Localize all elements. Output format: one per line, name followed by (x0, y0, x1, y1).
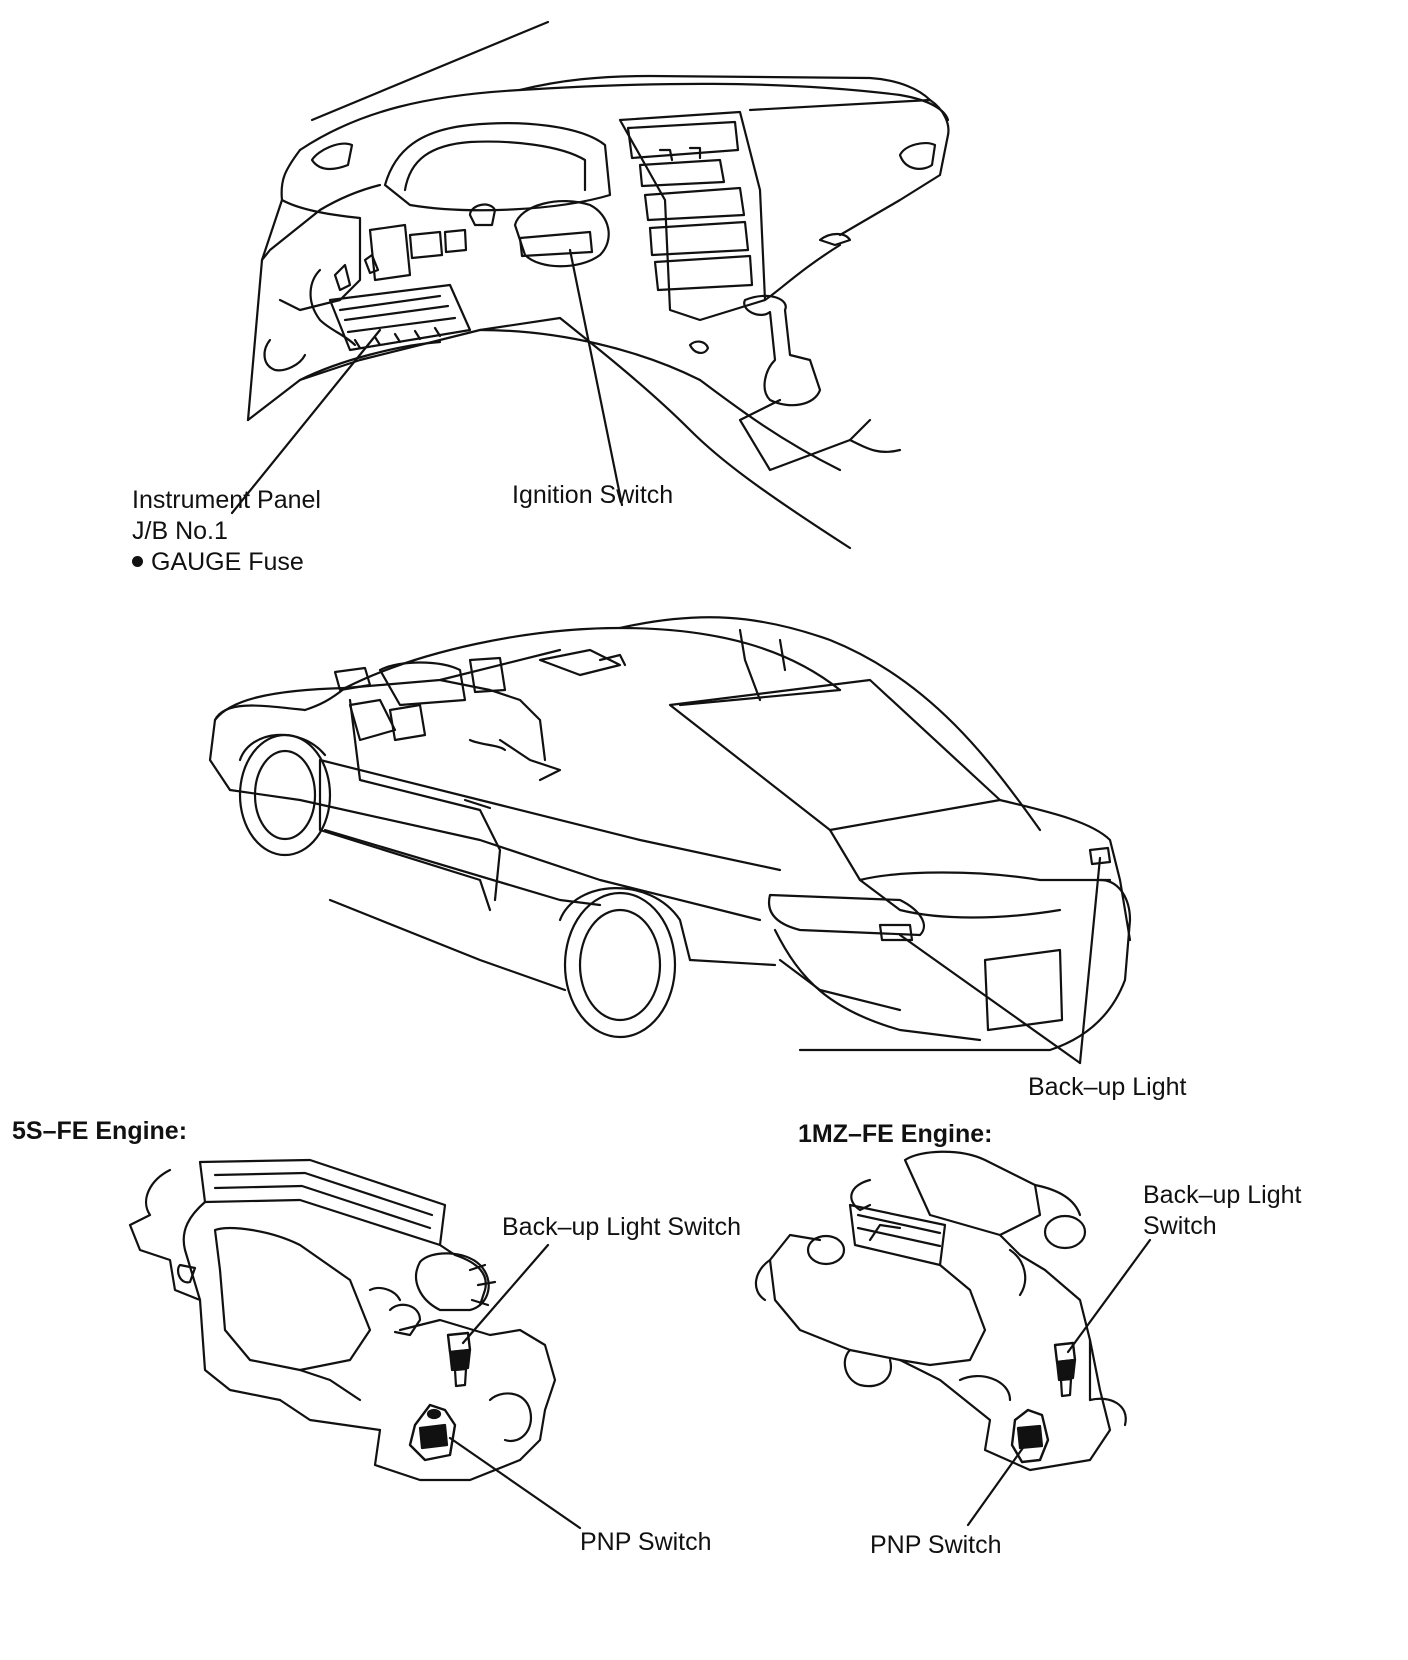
engine-1mz-fe-illustration (754, 1150, 1127, 1472)
dashboard-illustration (246, 20, 950, 550)
backup-light-switch-1mz-line2: Switch (1143, 1212, 1217, 1240)
leader-lines-engine-1mz (966, 1238, 1152, 1527)
leader-lines-car (898, 856, 1102, 1065)
leader-lines-engine-5s (448, 1243, 582, 1530)
backup-light-switch-1mz-line1: Back–up Light (1143, 1181, 1302, 1209)
pnp-switch-1mz-label: PNP Switch (870, 1531, 1002, 1559)
car-illustration (208, 616, 1132, 1052)
instrument-panel-line2: J/B No.1 (132, 517, 228, 545)
engine-5s-fe-illustration (128, 1158, 557, 1482)
instrument-panel-label: Instrument Panel J/B No.1 GAUGE Fuse (132, 485, 321, 578)
leader-lines-dashboard (230, 248, 624, 515)
ignition-switch-label: Ignition Switch (512, 481, 674, 509)
gauge-fuse-line: GAUGE Fuse (132, 547, 321, 578)
instrument-panel-line1: Instrument Panel (132, 486, 321, 514)
backup-light-label: Back–up Light (1028, 1073, 1187, 1101)
engine-1mz-fe-header: 1MZ–FE Engine: (798, 1120, 993, 1148)
engine-5s-fe-header: 5S–FE Engine: (12, 1117, 188, 1145)
backup-light-switch-1mz-label: Back–up Light Switch (1143, 1180, 1301, 1242)
backup-light-switch-5s-label: Back–up Light Switch (502, 1213, 742, 1241)
gauge-fuse-label: GAUGE Fuse (151, 548, 304, 576)
bullet-icon (132, 555, 143, 567)
pnp-switch-5s-label: PNP Switch (580, 1528, 712, 1556)
